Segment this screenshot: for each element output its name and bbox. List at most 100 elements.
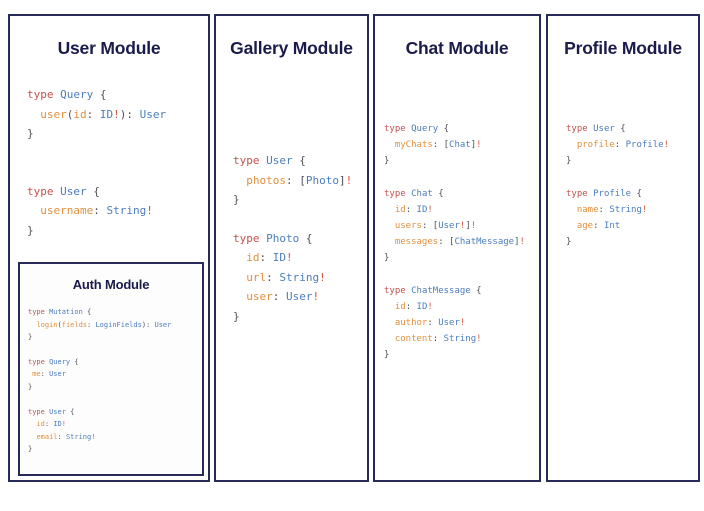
code-line: profile: Profile! bbox=[566, 137, 698, 153]
code-token-t: String bbox=[443, 334, 477, 345]
code-block-profile-module: type User { profile: Profile!}type Profi… bbox=[566, 121, 698, 250]
code-blank-line bbox=[28, 394, 202, 406]
code-token-p bbox=[233, 271, 246, 284]
code-token-p: ): bbox=[141, 320, 155, 329]
code-block-auth-module: type Mutation { login(fields: LoginField… bbox=[28, 306, 202, 456]
code-token-t: Query bbox=[411, 124, 439, 134]
code-token-f: id bbox=[36, 420, 45, 429]
code-line: type Profile { bbox=[566, 186, 698, 202]
code-token-p: : bbox=[86, 107, 100, 121]
panel-auth-module[interactable]: Auth Module type Mutation { login(fields… bbox=[18, 262, 204, 476]
code-token-f: author bbox=[394, 318, 428, 329]
code-token-p: : bbox=[272, 290, 286, 303]
code-token-p: : bbox=[259, 251, 273, 264]
code-token-t: ID bbox=[272, 251, 286, 264]
code-token-bang: ! bbox=[319, 270, 326, 284]
code-token-t: User bbox=[438, 318, 460, 329]
code-token-p: : [ bbox=[286, 173, 306, 187]
panel-title-auth-module: Auth Module bbox=[72, 277, 150, 292]
code-token-p: { bbox=[470, 285, 482, 296]
code-line: } bbox=[27, 124, 208, 144]
code-token-k: type bbox=[384, 124, 406, 134]
code-token-p: } bbox=[28, 382, 33, 391]
code-token-p: ] bbox=[514, 237, 520, 248]
code-token-bang: ! bbox=[113, 107, 120, 121]
code-line: } bbox=[28, 381, 202, 394]
code-token-t: User bbox=[60, 184, 87, 198]
panel-user-module[interactable]: User Module type Query { user(id: ID!): … bbox=[8, 14, 210, 482]
code-line: email: String! bbox=[28, 431, 202, 444]
code-token-f: user bbox=[246, 290, 273, 303]
code-token-p: ] bbox=[470, 140, 477, 151]
code-blank-line bbox=[384, 170, 539, 186]
code-token-p: { bbox=[93, 88, 107, 101]
code-token-p bbox=[233, 174, 246, 187]
code-token-f: id bbox=[246, 251, 260, 264]
code-token-p: } bbox=[384, 350, 390, 361]
code-token-p: : bbox=[614, 140, 626, 151]
code-line: users: [User!]! bbox=[384, 218, 539, 234]
code-token-t: String bbox=[609, 204, 642, 215]
code-token-k: type bbox=[384, 188, 406, 199]
code-token-p: } bbox=[28, 333, 33, 342]
code-token-p: } bbox=[233, 193, 240, 206]
code-token-p: : bbox=[598, 204, 610, 215]
code-token-bang: ! bbox=[459, 318, 466, 329]
code-token-p: : bbox=[405, 301, 417, 312]
code-line: type Query { bbox=[27, 85, 208, 105]
code-token-t: Int bbox=[603, 221, 621, 232]
code-line: photos: [Photo]! bbox=[233, 171, 367, 191]
panel-gallery-module[interactable]: Gallery Module type User { photos: [Phot… bbox=[214, 14, 369, 482]
code-line: } bbox=[28, 443, 202, 456]
code-token-bang: ! bbox=[312, 290, 320, 303]
code-token-bang: ! bbox=[345, 173, 353, 187]
code-token-f: myChats bbox=[394, 140, 433, 151]
code-token-f: users bbox=[394, 221, 422, 232]
code-token-t: ChatMessage bbox=[411, 285, 471, 296]
code-token-f: id bbox=[73, 107, 87, 121]
panel-chat-module[interactable]: Chat Module type Query { myChats: [Chat]… bbox=[373, 14, 541, 482]
code-token-p: { bbox=[292, 154, 306, 167]
code-token-p: : bbox=[40, 370, 50, 379]
code-token-t: User bbox=[266, 154, 293, 167]
code-token-t: Photo bbox=[266, 231, 300, 245]
code-token-f: id bbox=[394, 301, 406, 312]
code-token-t: LoginFields bbox=[95, 320, 142, 329]
code-token-bang: ! bbox=[427, 204, 433, 215]
panel-title-user-module: User Module bbox=[57, 38, 161, 58]
code-blank-line bbox=[384, 267, 539, 283]
code-token-p: { bbox=[86, 184, 100, 198]
code-token-t: ID bbox=[99, 107, 114, 121]
code-token-k: type bbox=[27, 88, 54, 101]
code-token-f: url bbox=[246, 270, 267, 284]
code-line: type Chat { bbox=[384, 186, 539, 202]
code-block-gallery-module: type User { photos: [Photo]!}type Photo … bbox=[233, 151, 367, 326]
code-line: url: String! bbox=[233, 268, 367, 288]
code-token-p bbox=[384, 318, 395, 328]
code-line: } bbox=[27, 221, 208, 241]
code-token-t: User bbox=[49, 370, 66, 379]
code-line: } bbox=[28, 331, 202, 344]
code-token-t: ID bbox=[416, 301, 428, 312]
code-line: username: String! bbox=[27, 201, 208, 221]
code-token-bang: ! bbox=[459, 221, 466, 232]
code-token-bang: ! bbox=[476, 334, 482, 345]
code-token-t: String bbox=[106, 204, 147, 217]
code-blank-line bbox=[566, 170, 698, 186]
panel-profile-module[interactable]: Profile Module type User { profile: Prof… bbox=[546, 14, 700, 482]
code-token-t: Profile bbox=[625, 140, 664, 151]
code-token-t: Photo bbox=[305, 173, 339, 187]
code-token-t: ChatMessage bbox=[454, 237, 515, 248]
code-block-chat-module: type Query { myChats: [Chat]!}type Chat … bbox=[384, 121, 539, 364]
code-token-p bbox=[384, 237, 395, 247]
code-token-k: type bbox=[28, 357, 45, 366]
code-token-t: User bbox=[139, 107, 167, 121]
code-token-f: fields bbox=[61, 320, 88, 329]
code-line: type User { bbox=[27, 182, 208, 202]
code-line: type Mutation { bbox=[28, 306, 202, 319]
code-line: } bbox=[384, 347, 539, 363]
code-block-user-module: type Query { user(id: ID!): User}type Us… bbox=[27, 85, 208, 240]
code-token-p: : bbox=[57, 432, 66, 441]
code-line: type Query { bbox=[28, 356, 202, 369]
code-token-p: { bbox=[432, 188, 444, 199]
